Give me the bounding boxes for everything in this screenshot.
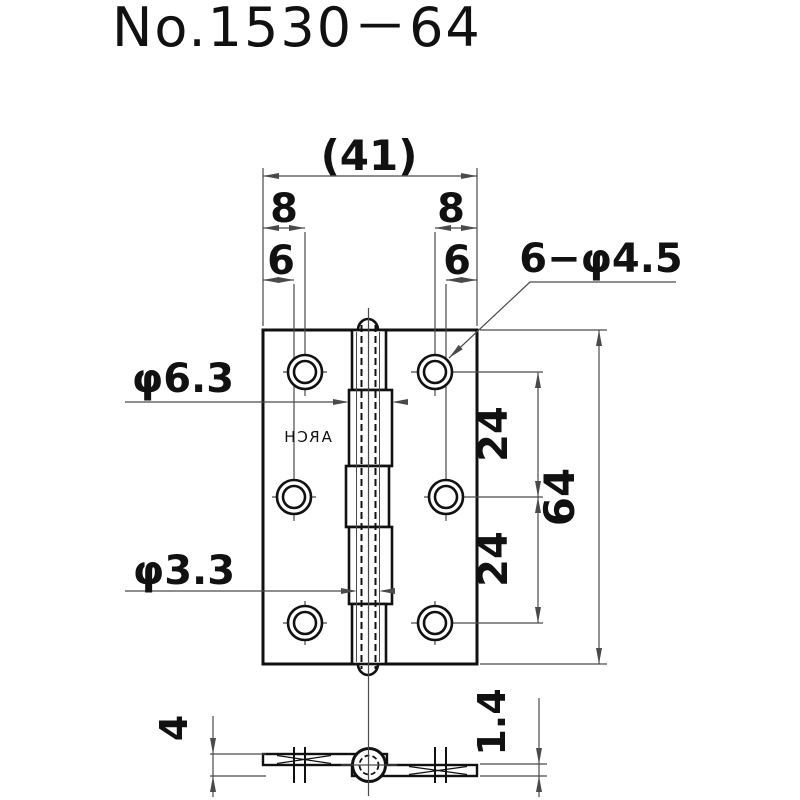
screw-holes [275,353,465,642]
dim-edge-middle-hole-left: 6 [267,238,295,284]
dim-overall-width: (41) [321,131,418,180]
dim-edge-end-hole-left: 8 [270,186,298,232]
hole-mid-left [275,478,313,516]
dim-closed-thickness: 4 [152,715,196,741]
knuckle-seg-3 [344,464,391,529]
knuckle-seg-2 [347,388,394,468]
dim-leaf-height: 64 [535,468,584,526]
hole-bottom-left [286,604,324,642]
hole-top-left [286,353,324,391]
brand-stamp-mirrored: ARCH [282,428,332,446]
arrowheads [210,173,602,792]
knuckle-inner-lines [356,325,380,669]
drawing-title: No.1530－64 [112,0,482,59]
dim-edge-middle-hole-right: 6 [443,238,471,284]
left-leaf-section [261,752,389,767]
bottom-view-details [276,747,468,783]
dim-edge-end-hole-right: 8 [437,186,465,232]
dim-knuckle-diameter: φ6.3 [132,356,234,402]
dim-hole-callout: 6−φ4.5 [519,236,683,282]
dim-hole-pitch-upper: 24 [471,406,517,462]
labels: No.1530－64 (41) 8 8 6 6 6−φ4.5 φ6.3 φ3.3… [112,0,683,756]
dim-hole-pitch-lower: 24 [471,531,517,587]
hole-mid-right [427,478,465,516]
knuckle-seg-4 [347,525,394,606]
hole-bottom-right [416,604,454,642]
dim-leaf-thickness: 1.4 [470,688,514,755]
countersink-marks [276,754,468,776]
hole-callout-leader [448,281,676,359]
hole-top-right [416,353,454,391]
dim-pin-diameter: φ3.3 [133,548,235,594]
